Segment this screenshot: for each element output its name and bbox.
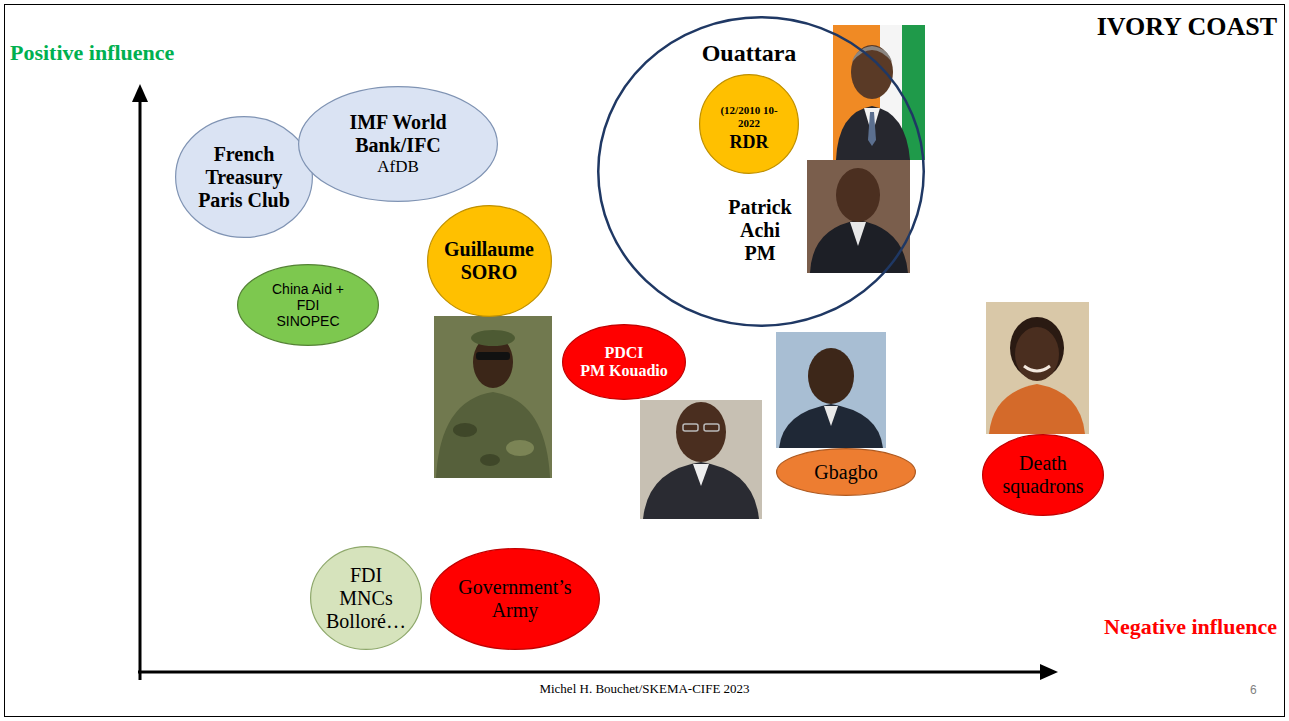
portrait-photo-part	[480, 454, 500, 466]
portrait-photo	[776, 332, 886, 448]
portrait-photo-part	[676, 402, 726, 462]
node-outline-ellipse	[777, 449, 916, 496]
portrait-photo-part	[836, 106, 910, 160]
node-label: RDR	[690, 132, 808, 153]
influence-axes	[132, 84, 1058, 680]
actor-ellipse: PDCIPM Kouadio	[562, 324, 686, 400]
axis-label: Positive influence	[10, 40, 174, 65]
portrait-photo	[833, 25, 925, 160]
node-text-group: Government’s Army	[442, 576, 588, 622]
node-label: FDI MNCs Bolloré…	[324, 564, 408, 633]
portrait-photo-part	[476, 352, 510, 360]
portrait-photo-part	[434, 316, 552, 478]
portrait-photo-part	[776, 332, 886, 448]
government-circle: Patrick Achi PM Ouattara (12/2010 10-2022R…	[597, 16, 925, 327]
portrait-photo-part	[471, 330, 515, 346]
portrait-photo-part	[453, 423, 477, 437]
node-text-group: Guillaume SORO	[433, 238, 545, 284]
portrait-photo-part	[779, 404, 883, 448]
influence-axes-part	[132, 84, 148, 102]
creditor-ellipse: French Treasury Paris Club	[175, 116, 313, 238]
node-label: AfDB	[310, 157, 486, 177]
slide-frame	[5, 5, 1285, 717]
actor-ellipse: Government’s Army	[430, 548, 600, 650]
node-label: China Aid + FDI SINOPEC	[272, 281, 344, 329]
slide-title: IVORY COAST	[1097, 12, 1277, 42]
node-outline-ellipse	[238, 265, 379, 346]
node-outline-ellipse	[983, 435, 1104, 516]
portrait-photo-part	[868, 112, 876, 146]
node-outline-ellipse	[563, 325, 686, 400]
portrait-photo-part	[989, 384, 1085, 434]
node-label: Government’s Army	[442, 576, 588, 622]
node-outline-ellipse	[311, 547, 422, 650]
node-label: Guillaume SORO	[433, 238, 545, 284]
node-text-group: China Aid + FDI SINOPEC	[272, 281, 344, 329]
creditor-ellipse: IMF World Bank/IFCAfDB	[298, 86, 498, 202]
node-label: French Treasury Paris Club	[185, 143, 303, 212]
node-label: Gbagbo	[814, 461, 877, 484]
node-outline-ellipse	[176, 117, 313, 238]
leader-circle: Ouattara (12/2010 10-2022RDR	[690, 40, 808, 176]
portrait-photo-part	[704, 424, 719, 431]
node-outline-ellipse	[700, 75, 799, 174]
node-label: Death squadrons	[991, 452, 1095, 498]
source-caption: Michel H. Bouchet/SKEMA-CIFE 2023	[0, 682, 1289, 697]
actor-ellipse: Death squadrons	[982, 434, 1104, 516]
portrait-photo	[986, 302, 1089, 434]
portrait-photo-part	[986, 302, 1089, 434]
portrait-photo-part	[640, 400, 762, 519]
portrait-photo-part	[693, 464, 709, 486]
node-outline-ellipse	[431, 549, 600, 650]
node-text-group: Death squadrons	[991, 452, 1095, 498]
node-outline-ellipse	[598, 17, 924, 326]
actor-circle: Guillaume SORO	[427, 205, 552, 317]
portrait-photo-part	[836, 168, 880, 222]
portrait-photo-part	[808, 348, 854, 404]
portrait-photo-part	[506, 440, 534, 456]
portrait-photo-part	[833, 25, 925, 160]
portrait-photo-part	[643, 462, 759, 519]
portrait-photo-part	[810, 220, 908, 273]
influence-axes-part	[138, 671, 1042, 674]
node-text-group: Gbagbo	[814, 461, 877, 484]
node-text-group: French Treasury Paris Club	[185, 143, 303, 212]
portrait-photo-part	[850, 222, 866, 246]
portrait-photo	[434, 316, 552, 478]
node-label: PDCI	[580, 344, 668, 362]
portrait-photo-part	[1024, 366, 1050, 371]
portrait-photo-part	[436, 392, 550, 478]
actor-ellipse: China Aid + FDI SINOPEC	[237, 264, 379, 346]
influence-axes-part	[1040, 664, 1058, 680]
axis-label: Negative influence	[1104, 614, 1277, 639]
node-text-group: FDI MNCs Bolloré…	[324, 564, 408, 633]
node-label: (12/2010 10-2022	[717, 104, 781, 129]
node-label: Ouattara	[690, 40, 808, 68]
page-number: 6	[1250, 684, 1257, 698]
node-text-group: IMF World Bank/IFCAfDB	[310, 111, 486, 177]
node-outline-ellipse	[427, 206, 551, 317]
influence-axes-part	[139, 100, 142, 680]
node-label: Patrick Achi PM	[725, 196, 795, 265]
actor-circle: FDI MNCs Bolloré…	[310, 546, 422, 650]
portrait-photo-part	[683, 424, 698, 431]
node-outline-ellipse	[299, 87, 498, 202]
portrait-photo-part	[807, 160, 910, 273]
portrait-photo-part	[1015, 327, 1059, 381]
node-text-group: PDCIPM Kouadio	[580, 344, 668, 381]
actor-ellipse: Gbagbo	[776, 448, 916, 496]
node-label: IMF World Bank/IFC	[310, 111, 486, 157]
portrait-photo-part	[824, 406, 838, 426]
portrait-photo	[807, 160, 910, 273]
node-label: PM Kouadio	[580, 362, 668, 380]
portrait-photo	[640, 400, 762, 519]
